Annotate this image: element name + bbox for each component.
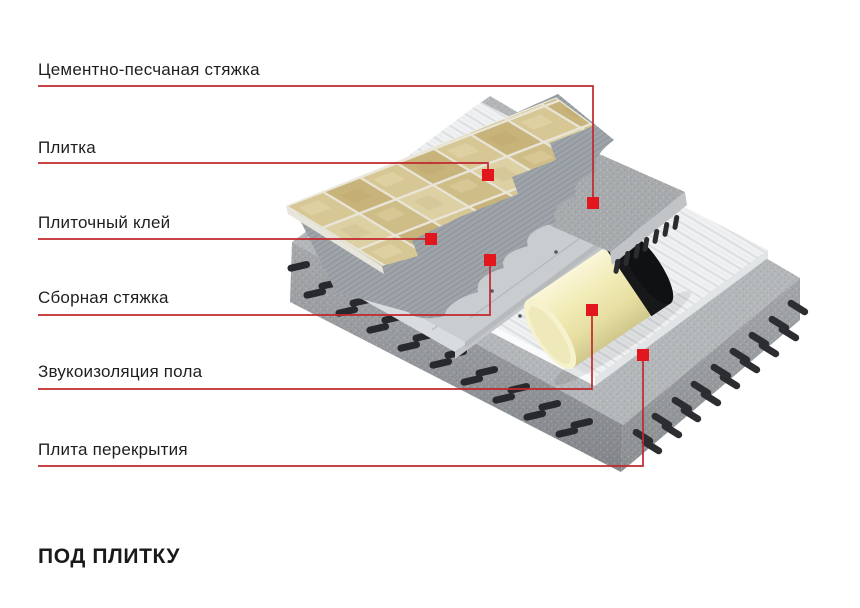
- marker-floor-slab: [637, 349, 649, 361]
- marker-prefab-screed: [484, 254, 496, 266]
- leader-markers: [425, 169, 649, 361]
- page-title: ПОД ПЛИТКУ: [38, 545, 181, 568]
- label-tile-adhesive: Плиточный клей: [38, 213, 171, 232]
- label-cement-sand-screed: Цементно-песчаная стяжка: [38, 60, 260, 79]
- leader-prefab-screed: [38, 264, 491, 316]
- marker-tile-adhesive: [425, 233, 437, 245]
- leader-sound-insulation: [38, 314, 593, 390]
- label-tile: Плитка: [38, 138, 96, 157]
- leader-lines: [38, 85, 644, 467]
- leader-floor-slab: [38, 359, 644, 467]
- marker-cement-sand-screed: [587, 197, 599, 209]
- label-prefab-screed: Сборная стяжка: [38, 288, 169, 307]
- leader-cement-sand-screed: [38, 85, 594, 199]
- leader-tile: [38, 162, 489, 171]
- marker-tile: [482, 169, 494, 181]
- label-floor-slab: Плита перекрытия: [38, 440, 188, 459]
- insulation-roll: [523, 232, 692, 385]
- label-sound-insulation: Звукоизоляция пола: [38, 362, 203, 381]
- marker-sound-insulation: [586, 304, 598, 316]
